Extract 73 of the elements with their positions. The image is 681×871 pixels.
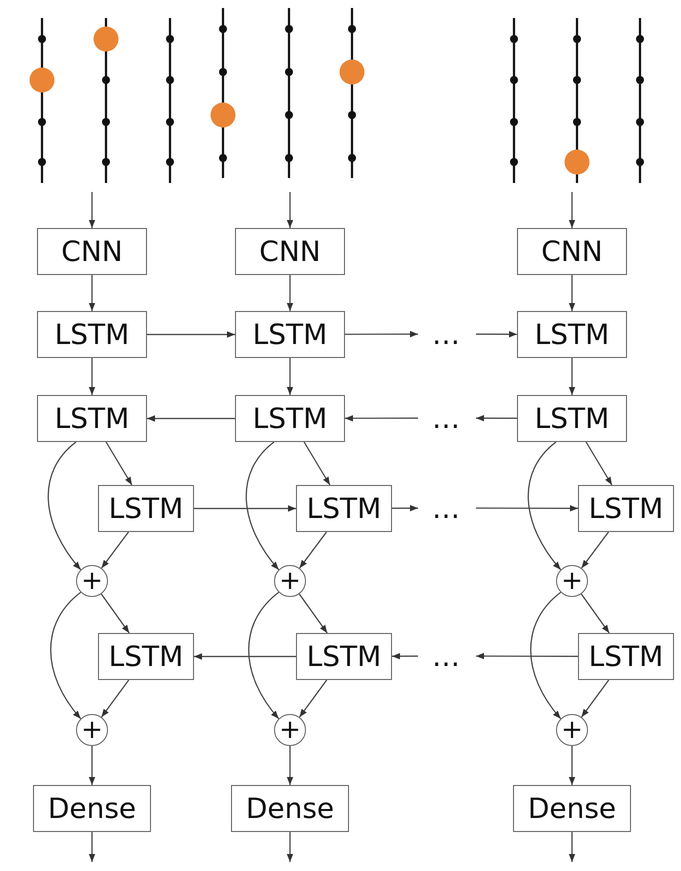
sum-circle: + <box>274 714 306 746</box>
arrow <box>106 442 132 486</box>
arrow <box>345 330 418 338</box>
arrow <box>48 442 82 570</box>
arrow <box>286 192 294 228</box>
arrow <box>147 331 235 338</box>
arrow <box>586 442 612 486</box>
layer-box: LSTM <box>98 485 194 532</box>
arrow <box>581 680 610 718</box>
layer-box: LSTM <box>578 485 674 532</box>
arrow <box>88 192 96 228</box>
ellipsis-text: … <box>418 401 476 435</box>
arrow <box>476 414 517 422</box>
sum-circle: + <box>556 565 588 597</box>
arrow <box>530 592 562 720</box>
layer-box: LSTM <box>296 633 392 680</box>
arrow <box>100 594 130 634</box>
arrow <box>194 505 296 512</box>
arrow <box>194 653 296 660</box>
layer-box: LSTM <box>578 633 674 680</box>
layer-box: Dense <box>513 785 631 832</box>
arrow <box>345 415 418 422</box>
arrow <box>476 505 578 512</box>
arrow <box>286 358 294 395</box>
arrow <box>528 442 562 570</box>
arrow <box>299 532 327 569</box>
arrow <box>476 652 578 660</box>
arrow <box>286 275 294 311</box>
arrow <box>568 746 576 785</box>
arrow <box>304 442 330 486</box>
arrow <box>88 746 96 785</box>
arrow <box>580 594 610 634</box>
arrow <box>298 594 328 634</box>
sum-circle: + <box>76 565 108 597</box>
layer-box: LSTM <box>98 633 194 680</box>
layer-box: LSTM <box>517 311 627 358</box>
arrow <box>101 680 130 718</box>
arrow <box>246 442 280 570</box>
layer-box: Dense <box>33 785 151 832</box>
arrow <box>568 192 576 228</box>
layer-box: CNN <box>517 228 627 275</box>
layer-box: LSTM <box>37 395 147 442</box>
sum-circle: + <box>556 714 588 746</box>
arrow <box>286 746 294 785</box>
arrow <box>88 358 96 395</box>
arrow <box>392 653 418 660</box>
arrow <box>581 532 609 569</box>
arrow <box>568 832 576 862</box>
arrow <box>88 275 96 311</box>
arrow <box>248 592 280 720</box>
sum-circle: + <box>274 565 306 597</box>
layer-box: Dense <box>231 785 349 832</box>
arrow <box>88 832 96 862</box>
layer-box: CNN <box>235 228 345 275</box>
arrow <box>147 415 235 422</box>
arrow <box>50 592 82 720</box>
layer-box: LSTM <box>517 395 627 442</box>
layer-box: LSTM <box>296 485 392 532</box>
arrow <box>568 358 576 395</box>
arrow <box>476 331 517 338</box>
layer-box: CNN <box>37 228 147 275</box>
arrow <box>101 532 129 569</box>
layer-box: LSTM <box>235 395 345 442</box>
layer-box: LSTM <box>235 311 345 358</box>
arrow <box>392 504 418 512</box>
arrow <box>299 680 328 718</box>
arrow <box>568 275 576 311</box>
ellipsis-text: … <box>418 491 476 525</box>
sum-circle: + <box>76 714 108 746</box>
layer-box: LSTM <box>37 311 147 358</box>
ellipsis-text: … <box>418 317 476 351</box>
ellipsis-text: … <box>418 639 476 673</box>
arrow <box>286 832 294 862</box>
